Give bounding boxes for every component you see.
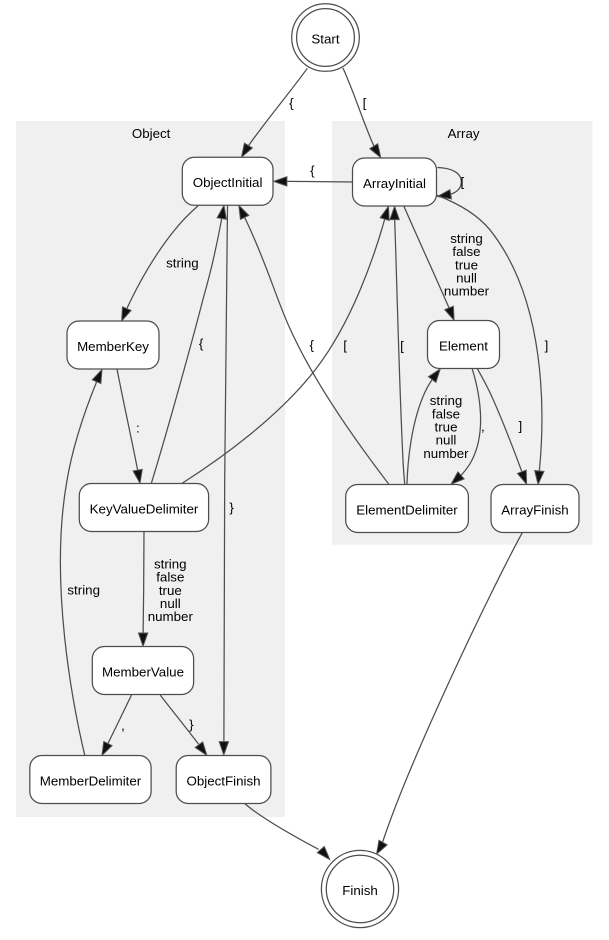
svg-text:true: true (435, 420, 458, 435)
svg-text:number: number (423, 446, 469, 461)
svg-text::: : (136, 421, 140, 436)
svg-text:{: { (289, 96, 294, 111)
svg-text:null: null (436, 433, 457, 448)
svg-text:]: ] (518, 419, 522, 434)
svg-text:,: , (121, 718, 125, 733)
svg-text:{: { (309, 337, 314, 352)
svg-text:true: true (159, 583, 182, 598)
svg-text:ObjectInitial: ObjectInitial (193, 175, 263, 190)
svg-text:Object: Object (132, 126, 171, 141)
svg-text:number: number (148, 609, 194, 624)
svg-text:null: null (456, 271, 477, 286)
svg-text:}: } (229, 500, 234, 515)
svg-text:}: } (189, 717, 194, 732)
svg-text:ArrayFinish: ArrayFinish (501, 502, 568, 517)
svg-text:Array: Array (448, 126, 480, 141)
svg-text:string: string (450, 231, 483, 246)
svg-text:Element: Element (439, 338, 488, 353)
svg-text:string: string (430, 393, 463, 408)
svg-text:{: { (310, 163, 315, 178)
svg-text:ArrayInitial: ArrayInitial (363, 176, 426, 191)
svg-text:,: , (481, 419, 485, 434)
svg-text:{: { (199, 336, 204, 351)
svg-text:string: string (166, 256, 199, 271)
svg-text:KeyValueDelimiter: KeyValueDelimiter (90, 501, 199, 516)
svg-text:ObjectFinish: ObjectFinish (186, 773, 260, 788)
svg-text:false: false (156, 570, 184, 585)
svg-text:[: [ (363, 96, 367, 111)
svg-text:string: string (67, 582, 100, 597)
svg-text:MemberKey: MemberKey (77, 339, 149, 354)
svg-text:false: false (432, 406, 460, 421)
svg-text:ElementDelimiter: ElementDelimiter (356, 502, 458, 517)
svg-text:Finish: Finish (342, 883, 378, 898)
svg-text:Start: Start (311, 31, 339, 46)
svg-text:number: number (444, 284, 490, 299)
svg-text:MemberDelimiter: MemberDelimiter (40, 773, 142, 788)
svg-text:false: false (452, 244, 480, 259)
svg-text:]: ] (545, 338, 549, 353)
svg-text:MemberValue: MemberValue (102, 664, 184, 679)
svg-text:true: true (455, 257, 478, 272)
svg-text:[: [ (343, 338, 347, 353)
svg-text:string: string (154, 556, 187, 571)
svg-text:[: [ (400, 338, 404, 353)
svg-text:[: [ (461, 174, 465, 189)
svg-text:null: null (160, 596, 181, 611)
